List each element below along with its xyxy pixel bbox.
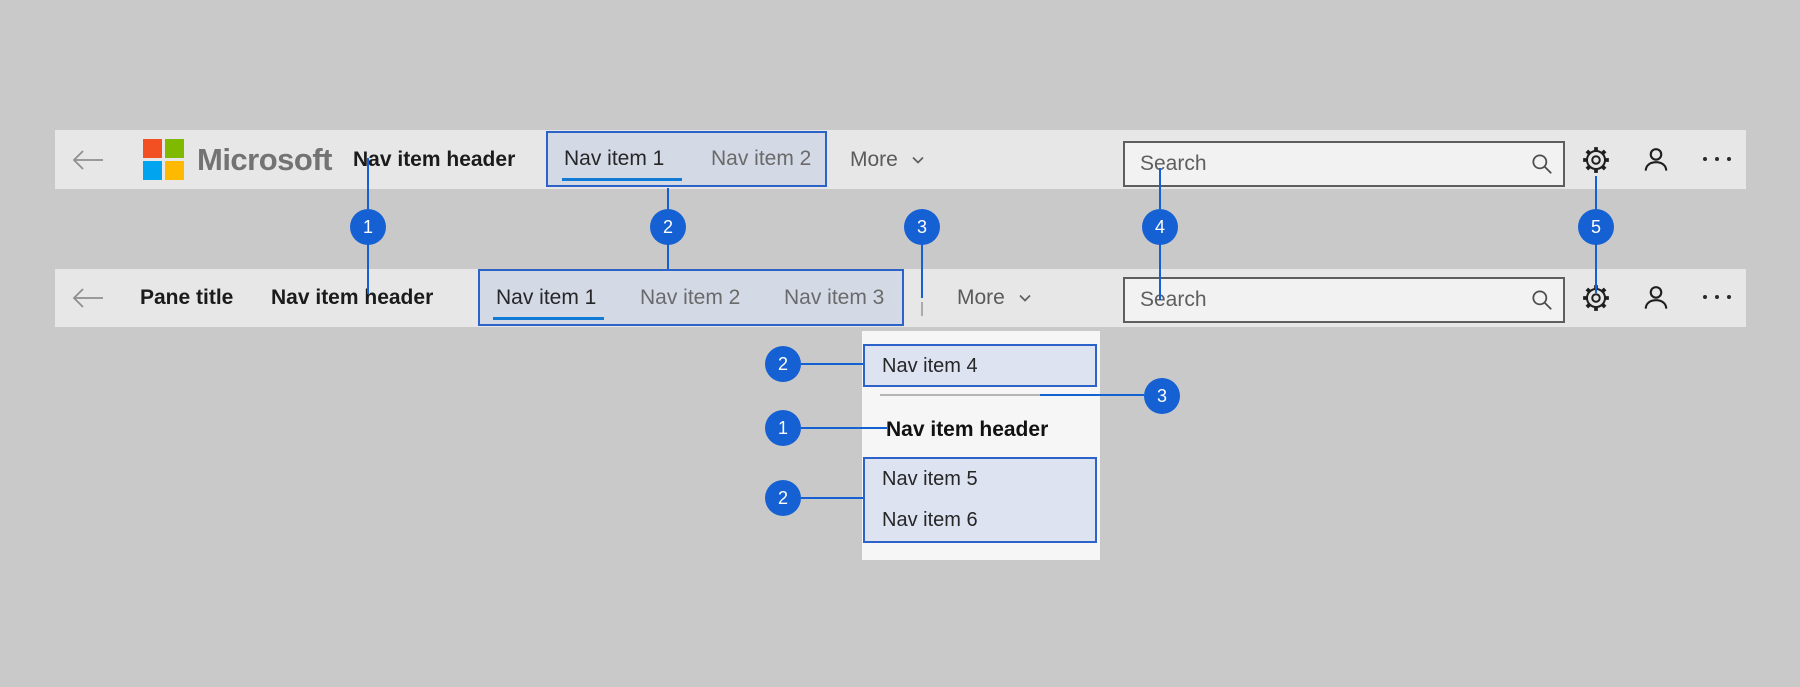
top-more-menu[interactable]: More (850, 130, 926, 189)
back-arrow-icon (72, 149, 103, 170)
callout-badge-2: 2 (650, 209, 686, 245)
nav-more-divider (921, 302, 923, 316)
chevron-down-icon (1019, 294, 1031, 302)
pane-search-input[interactable] (1125, 279, 1563, 321)
menu-separator (880, 394, 1040, 396)
top-nav-item-header[interactable]: Nav item header (353, 147, 516, 171)
pane-nav-item-2[interactable]: Nav item 2 (640, 285, 741, 309)
pane-title: Pane title (140, 286, 234, 309)
callout-badge-4: 4 (1142, 209, 1178, 245)
callout-badge-menu-2a: 2 (765, 346, 801, 382)
callout-line-menu-2a (801, 363, 863, 365)
pane-more-menu[interactable]: More (957, 269, 1033, 327)
overflow-menu-panel: Nav item 4 Nav item header Nav item 5 Na… (862, 331, 1100, 560)
microsoft-logo[interactable] (143, 139, 184, 180)
more-options-button[interactable] (1699, 152, 1735, 166)
top-nav-items-group: Nav item 1 Nav item 2 (546, 131, 827, 187)
callout-badge-menu-2b: 2 (765, 480, 801, 516)
logo-square-blue (143, 161, 162, 180)
selected-underline (493, 317, 604, 320)
callout-line-menu-2b (801, 497, 863, 499)
callout-line-menu-1 (801, 427, 887, 429)
back-arrow-icon (72, 288, 103, 308)
top-header-bar: Microsoft Nav item header Nav item 1 Nav… (55, 130, 1746, 189)
selected-underline (562, 178, 682, 181)
microsoft-wordmark[interactable]: Microsoft (197, 141, 333, 177)
top-search-box (1123, 141, 1565, 187)
back-button[interactable] (71, 130, 105, 189)
top-search-input[interactable] (1125, 143, 1563, 185)
person-icon (1644, 148, 1668, 171)
callout-badge-menu-3: 3 (1144, 378, 1180, 414)
callout-badge-1: 1 (350, 209, 386, 245)
logo-square-yellow (165, 161, 184, 180)
account-button[interactable] (1641, 145, 1671, 175)
search-icon[interactable] (1529, 151, 1555, 182)
top-nav-item-2[interactable]: Nav item 2 (711, 147, 812, 170)
pane-account-button[interactable] (1641, 283, 1671, 313)
menu-nav-item-header: Nav item header (886, 418, 1049, 441)
logo-square-green (165, 139, 184, 158)
pane-back-button[interactable] (71, 269, 105, 327)
top-nav-item-1[interactable]: Nav item 1 (564, 147, 665, 170)
more-options-icon (1703, 157, 1731, 161)
callout-line-menu-3 (1040, 394, 1144, 396)
overflow-group-bottom: Nav item 5 Nav item 6 (863, 457, 1097, 543)
callout-badge-3: 3 (904, 209, 940, 245)
menu-item-nav-6[interactable]: Nav item 6 (882, 509, 978, 531)
gear-icon (1583, 147, 1609, 173)
pane-nav-item-3[interactable]: Nav item 3 (784, 285, 885, 309)
pane-nav-item-1[interactable]: Nav item 1 (496, 285, 597, 309)
pane-nav-item-header[interactable]: Nav item header (271, 286, 434, 309)
overflow-group-top: Nav item 4 (863, 344, 1097, 387)
menu-item-nav-5[interactable]: Nav item 5 (882, 468, 978, 490)
more-label: More (850, 147, 898, 171)
callout-badge-5: 5 (1578, 209, 1614, 245)
pane-more-options-button[interactable] (1699, 290, 1735, 304)
logo-square-red (143, 139, 162, 158)
more-label: More (957, 286, 1005, 309)
callout-badge-menu-1: 1 (765, 410, 801, 446)
menu-item-nav-4[interactable]: Nav item 4 (882, 355, 978, 377)
more-options-icon (1703, 295, 1731, 299)
settings-button[interactable] (1581, 145, 1611, 175)
person-icon (1644, 286, 1668, 309)
chevron-down-icon (912, 156, 924, 164)
pane-nav-items-group: Nav item 1 Nav item 2 Nav item 3 (478, 269, 904, 326)
pane-search-box (1123, 277, 1565, 323)
callout-line-3 (921, 226, 923, 298)
search-icon[interactable] (1529, 287, 1555, 318)
pane-header-bar: Pane title Nav item header Nav item 1 Na… (55, 269, 1746, 327)
